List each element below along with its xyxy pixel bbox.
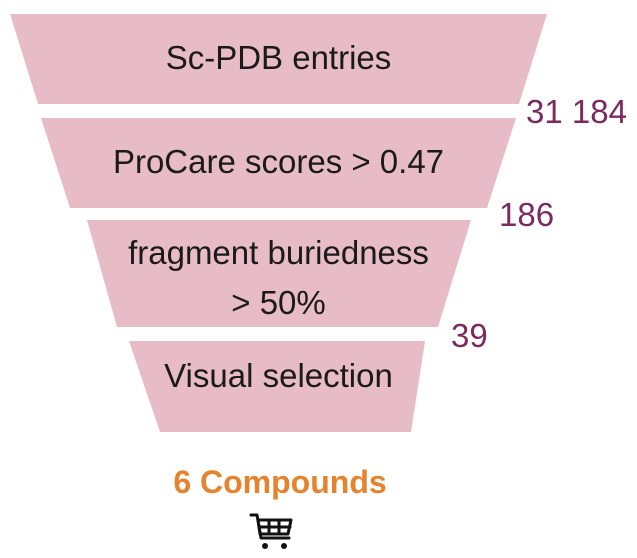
stage-label-buriedness-line1: fragment buriedness (128, 234, 429, 271)
shopping-cart-icon (249, 512, 295, 557)
funnel-stage-3 (87, 220, 471, 327)
count-after-stage-2: 186 (499, 196, 555, 233)
funnel-stage-1 (10, 14, 547, 104)
stage-label-sc-pdb: Sc-PDB entries (165, 39, 392, 76)
funnel-stage-4 (129, 341, 425, 432)
count-after-stage-1: 31 184 (526, 93, 627, 130)
count-after-stage-3: 39 (451, 317, 488, 354)
stage-label-procare: ProCare scores > 0.47 (112, 143, 445, 180)
funnel-stage-2 (41, 118, 516, 208)
stage-label-visual-selection: Visual selection (164, 357, 393, 394)
stage-label-buriedness-line2: > 50% (231, 284, 326, 321)
result-compounds: 6 Compounds (173, 464, 387, 500)
